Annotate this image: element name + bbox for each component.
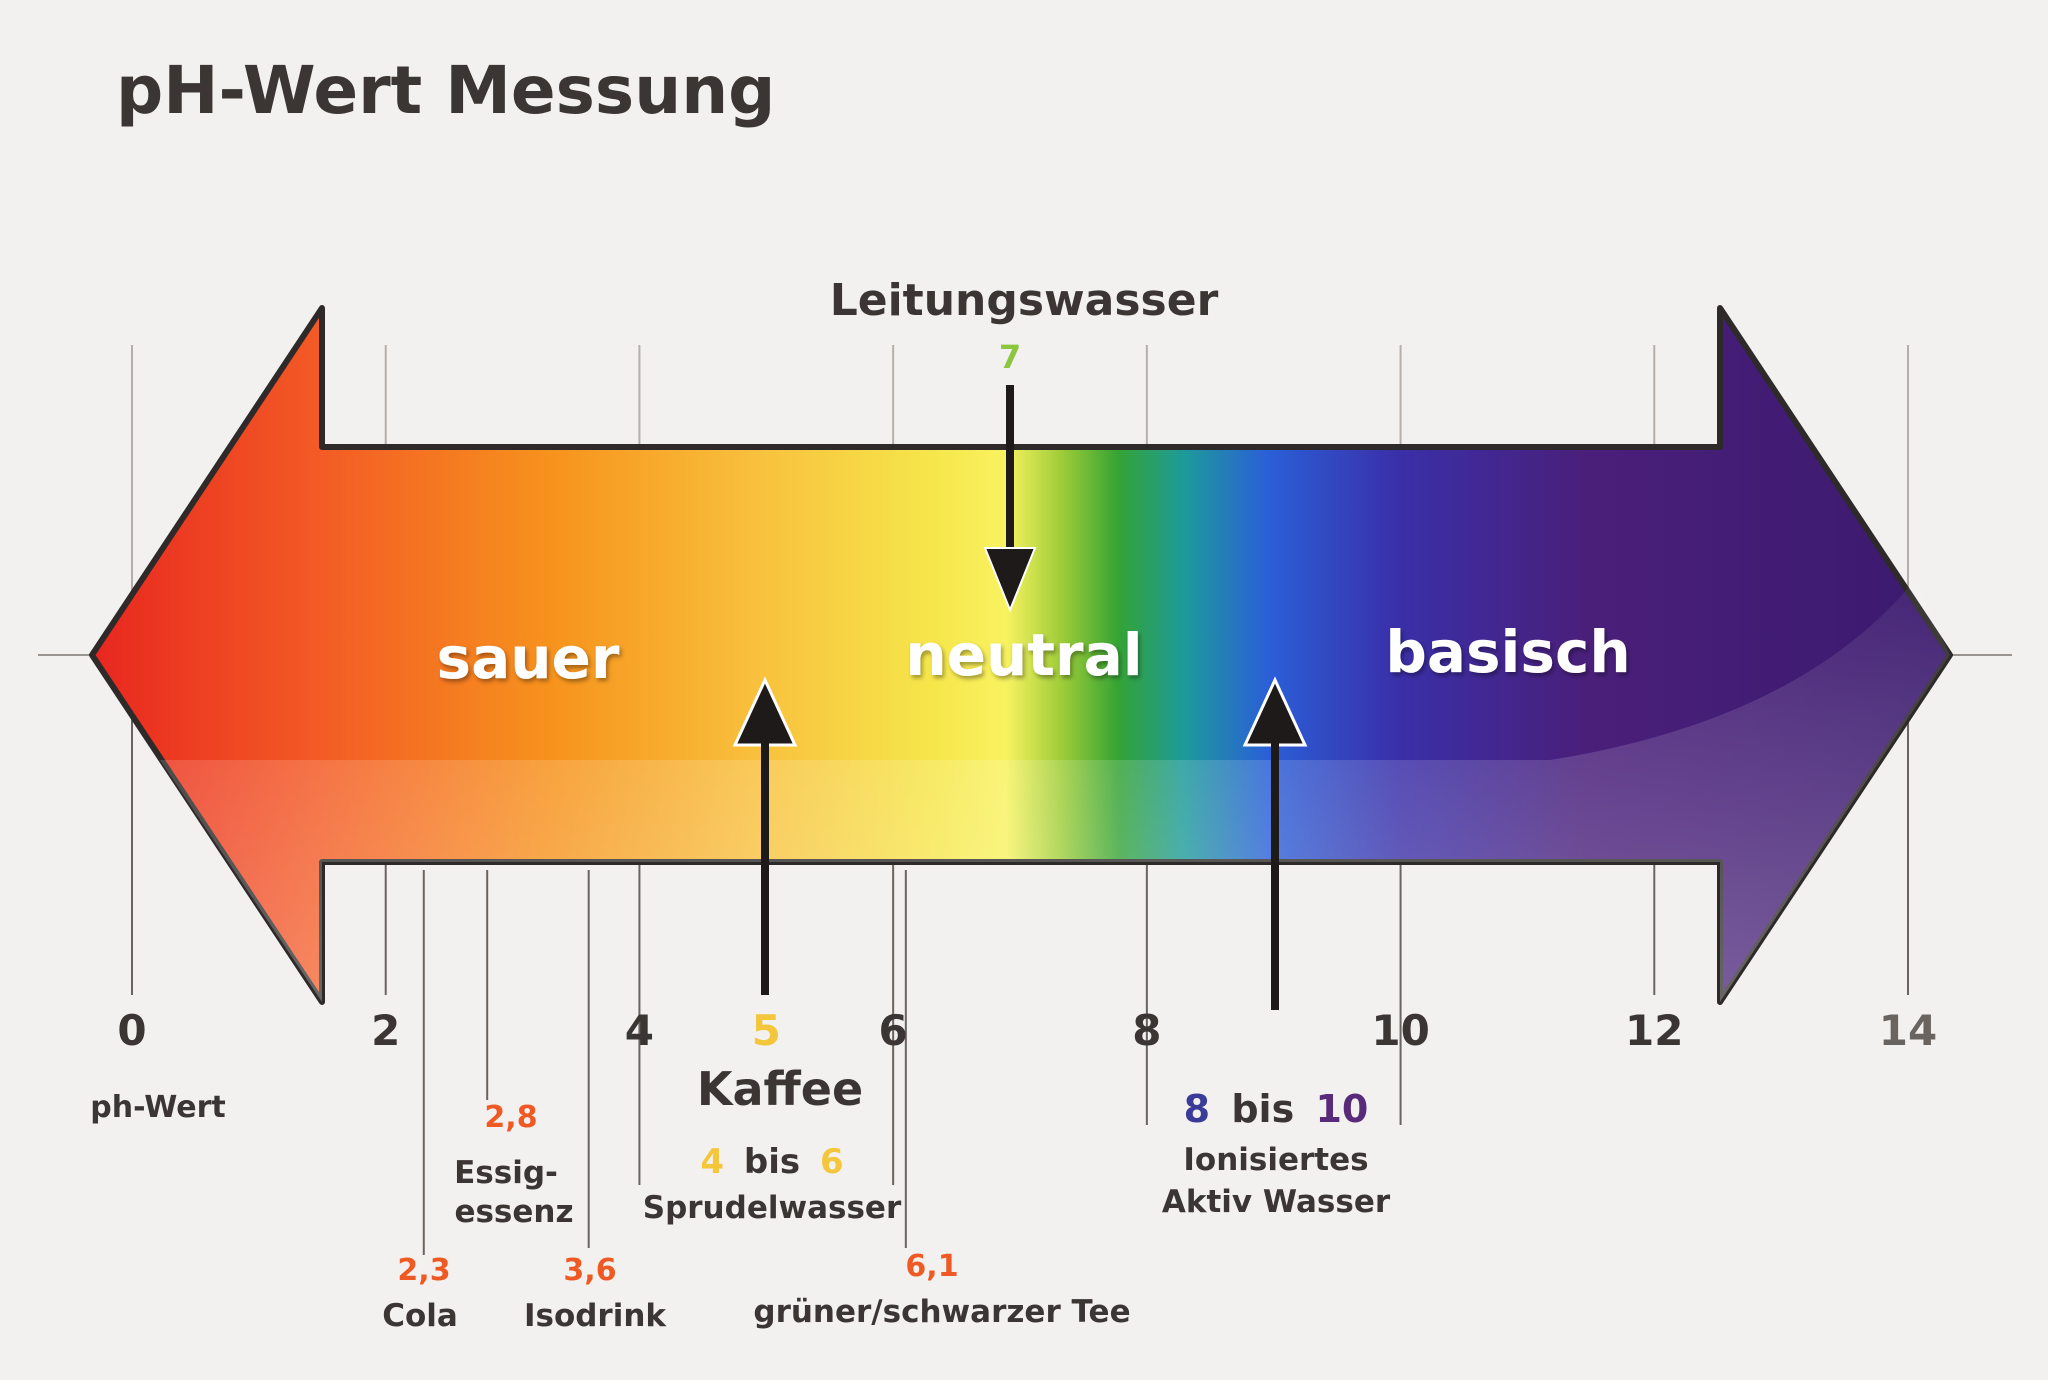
ionized-bis: bis: [1231, 1087, 1294, 1131]
arrow-sheen: [150, 580, 1950, 1002]
tick-label-2: 2: [371, 1006, 400, 1055]
tap-water-arrow-head: [983, 547, 1037, 613]
sprudel-range: 4 bis 6: [700, 1142, 843, 1182]
isodrink-value: 3,6: [563, 1253, 616, 1288]
axis-label: ph-Wert: [90, 1090, 225, 1125]
zone-label-acid: sauer: [437, 624, 620, 692]
tick-label-4: 4: [625, 1006, 654, 1055]
tick-label-6: 6: [879, 1006, 908, 1055]
cola-label: Cola: [382, 1298, 458, 1334]
sprudel-to: 6: [820, 1142, 844, 1182]
isodrink-label: Isodrink: [524, 1298, 667, 1334]
tap-water-value: 7: [999, 338, 1021, 376]
tick-label-10: 10: [1371, 1006, 1429, 1055]
ionized-label-line2: Aktiv Wasser: [1162, 1184, 1391, 1220]
ionized-to: 10: [1315, 1087, 1368, 1131]
coffee-label: Kaffee: [697, 1062, 863, 1116]
ionized-label-line1: Ionisiertes: [1183, 1142, 1368, 1178]
tee-label: grüner/schwarzer Tee: [753, 1294, 1130, 1330]
ionized-from: 8: [1184, 1087, 1210, 1131]
sprudel-bis: bis: [744, 1142, 800, 1182]
tick-label-5: 5: [752, 1006, 781, 1055]
tick-label-0: 0: [117, 1006, 146, 1055]
tee-value: 6,1: [905, 1249, 958, 1284]
tick-label-8: 8: [1132, 1006, 1161, 1055]
essig-label-line2: essenz: [454, 1194, 573, 1230]
sprudel-label: Sprudelwasser: [643, 1190, 902, 1226]
essig-label-line1: Essig-: [454, 1155, 558, 1191]
sprudel-from: 4: [700, 1142, 724, 1182]
ionized-range: 8 bis 10: [1184, 1087, 1369, 1131]
tap-water-label: Leitungswasser: [830, 275, 1219, 326]
axis-tick-labels: 0 2 4 5 6 8 10 12 14: [117, 1006, 1937, 1055]
page-title: pH-Wert Messung: [116, 52, 775, 129]
zone-label-neutral: neutral: [905, 621, 1142, 689]
zone-label-basic: basisch: [1385, 618, 1630, 686]
tick-label-12: 12: [1625, 1006, 1683, 1055]
cola-value: 2,3: [397, 1253, 450, 1288]
essig-value: 2,8: [484, 1100, 537, 1135]
tick-label-14: 14: [1879, 1006, 1937, 1055]
